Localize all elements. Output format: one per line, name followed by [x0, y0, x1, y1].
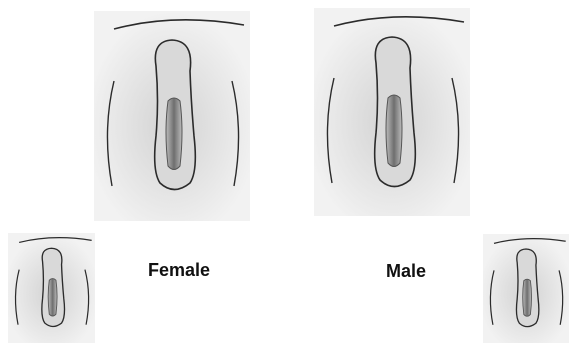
genital-tubercle-drawing-icon	[8, 233, 95, 343]
genital-tubercle-drawing-icon	[314, 8, 470, 216]
female-large-illustration	[94, 11, 250, 221]
female-label: Female	[148, 260, 210, 281]
male-label: Male	[386, 261, 426, 282]
genital-tubercle-drawing-icon	[483, 234, 569, 343]
genital-tubercle-drawing-icon	[94, 11, 250, 221]
male-small-illustration	[483, 234, 569, 343]
male-large-illustration	[314, 8, 470, 216]
female-small-illustration	[8, 233, 95, 343]
